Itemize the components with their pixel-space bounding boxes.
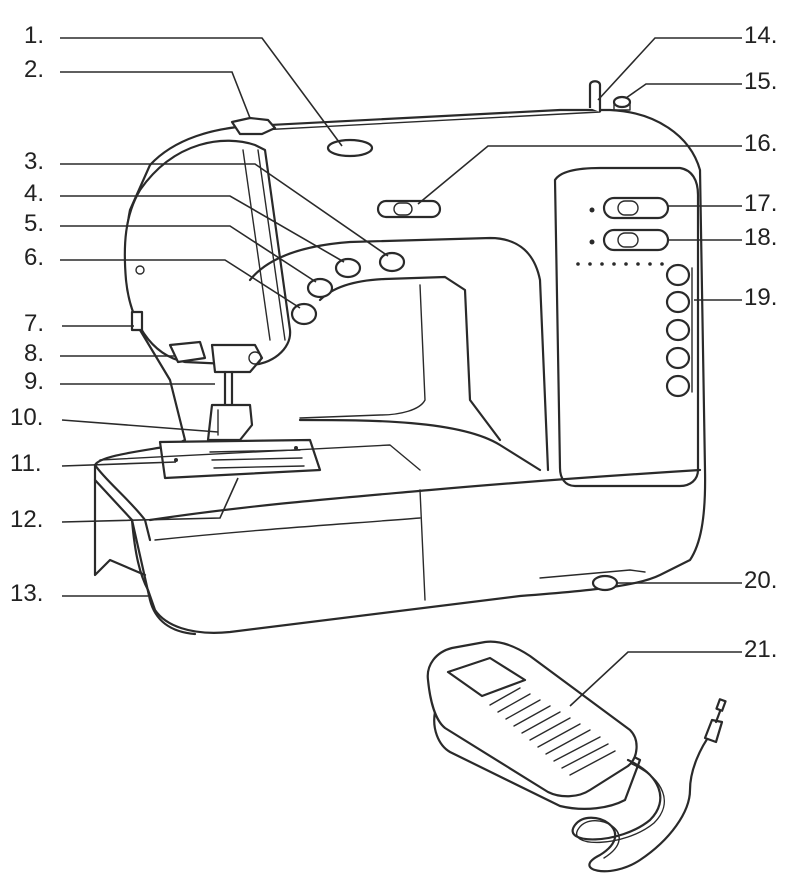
label-12: 12. — [10, 506, 44, 533]
label-19: 19. — [744, 284, 778, 311]
arm-buttons — [290, 199, 442, 326]
label-16: 16. — [744, 130, 778, 157]
machine-body — [93, 108, 707, 636]
label-10: 10. — [10, 404, 44, 431]
label-1: 1. — [24, 22, 45, 49]
top-details — [230, 80, 632, 341]
label-17: 17. — [744, 190, 778, 217]
control-panel — [576, 196, 693, 398]
base-details — [539, 569, 646, 592]
label-15: 15. — [744, 68, 778, 95]
foot-controller — [426, 640, 727, 873]
label-7: 7. — [24, 310, 45, 337]
label-18: 18. — [744, 224, 778, 251]
label-13: 13. — [10, 580, 44, 607]
label-21: 21. — [744, 636, 778, 663]
label-8: 8. — [24, 340, 45, 367]
label-5: 5. — [24, 210, 45, 237]
label-11: 11. — [10, 450, 42, 477]
label-9: 9. — [24, 368, 45, 395]
label-2: 2. — [24, 56, 45, 83]
leader-lines — [60, 37, 742, 707]
label-4: 4. — [24, 180, 45, 207]
needle-area — [99, 265, 421, 480]
label-6: 6. — [24, 244, 45, 271]
label-14: 14. — [744, 22, 778, 49]
label-20: 20. — [744, 567, 778, 594]
label-3: 3. — [24, 148, 45, 175]
